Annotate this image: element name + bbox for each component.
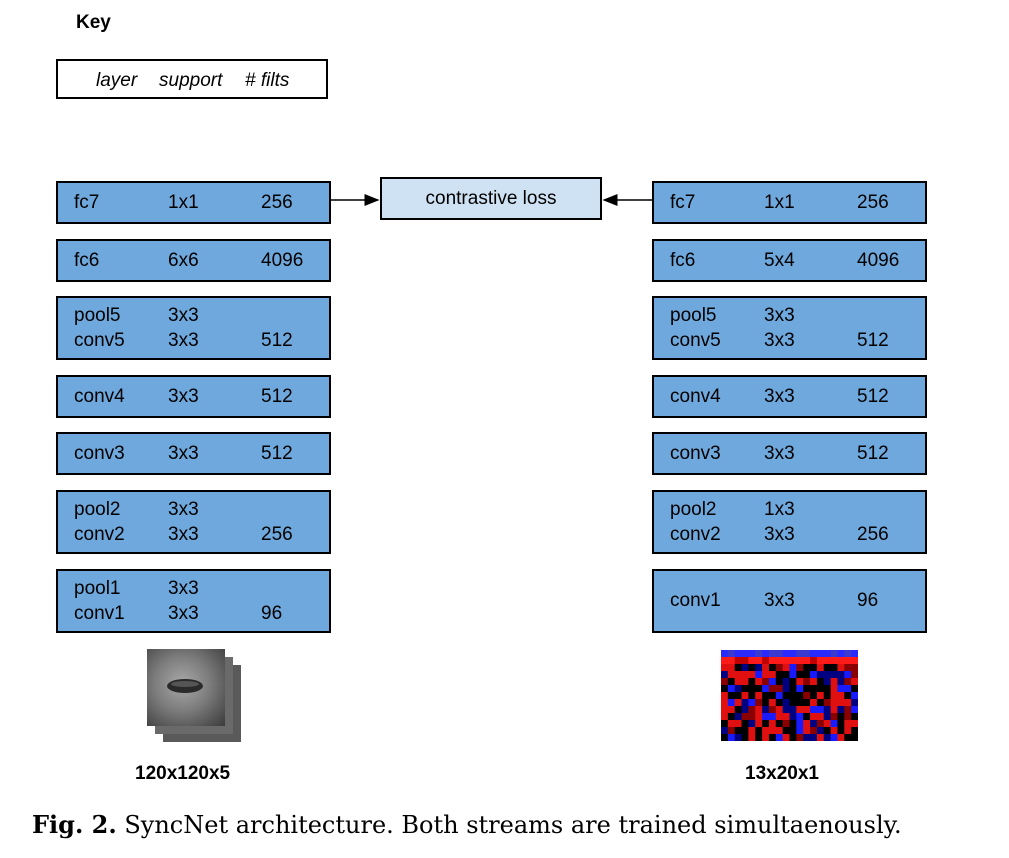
layer-name: pool5 [670,305,717,326]
layer-row: conv4 3x3 512 [58,386,329,410]
layer-row: pool5 3x3 [654,305,925,329]
layer-filts: 4096 [857,249,900,271]
layer-filts: 256 [857,191,889,213]
figure-caption-text: SyncNet architecture. Both streams are t… [124,811,902,839]
layer-row: fc6 5x4 4096 [654,250,925,274]
layer-support: 3x3 [764,442,795,464]
layer-name: fc7 [74,191,100,213]
layer-support: 3x3 [168,305,199,326]
layer-support: 3x3 [764,524,795,545]
face-frames-image [147,649,241,742]
layer-support: 3x3 [764,305,795,326]
layer-box: conv1 3x3 96 [652,569,927,633]
key-box: layer support # filts [56,59,328,99]
layer-support: 3x3 [764,590,795,611]
layer-filts: 512 [261,442,293,464]
key-layer-label: layer [96,70,138,91]
figure-caption: Fig. 2. SyncNet architecture. Both strea… [32,810,902,839]
layer-name: conv4 [74,385,125,407]
layer-support: 3x3 [168,385,199,407]
layer-support: 3x3 [168,442,199,464]
layer-support: 3x3 [168,499,199,520]
layer-row: fc7 1x1 256 [58,192,329,216]
layer-row: pool5 3x3 [58,305,329,329]
layer-row: fc6 6x6 4096 [58,250,329,274]
layer-name: conv3 [670,442,721,464]
layer-filts: 256 [857,524,889,545]
layer-support: 5x4 [764,249,795,271]
layer-filts: 256 [261,191,293,213]
layer-filts: 512 [857,385,889,407]
layer-row: conv4 3x3 512 [654,386,925,410]
mfcc-image [721,650,858,741]
layer-name: conv4 [670,385,721,407]
layer-box: pool2 3x3 conv2 3x3 256 [56,490,331,554]
layer-support: 3x3 [168,578,199,599]
layer-box: fc6 6x6 4096 [56,239,331,282]
layer-row: conv2 3x3 256 [654,524,925,548]
layer-filts: 512 [261,330,293,351]
layer-filts: 256 [261,524,293,545]
layer-filts: 512 [261,385,293,407]
layer-row: conv2 3x3 256 [58,524,329,548]
layer-box: conv3 3x3 512 [56,432,331,475]
layer-name: conv5 [74,330,125,351]
layer-row: pool2 1x3 [654,499,925,523]
layer-name: conv5 [670,330,721,351]
layer-filts: 4096 [261,249,304,271]
layer-row: conv3 3x3 512 [58,443,329,467]
layer-box: conv3 3x3 512 [652,432,927,475]
layer-row: conv1 3x3 96 [654,590,925,614]
layer-support: 3x3 [764,330,795,351]
layer-name: conv3 [74,442,125,464]
layer-box: fc7 1x1 256 [56,181,331,224]
layer-name: pool2 [670,499,717,520]
layer-filts: 96 [857,590,879,611]
layer-row: pool2 3x3 [58,499,329,523]
layer-box: pool5 3x3 conv5 3x3 512 [56,296,331,360]
key-filts-label: # filts [245,70,290,91]
layer-filts: 512 [857,330,889,351]
layer-name: fc7 [670,191,696,213]
layer-box: fc7 1x1 256 [652,181,927,224]
layer-support: 3x3 [168,524,199,545]
layer-row: conv5 3x3 512 [58,330,329,354]
layer-support: 3x3 [764,385,795,407]
layer-row: conv5 3x3 512 [654,330,925,354]
layer-support: 1x1 [168,191,199,213]
layer-name: conv1 [670,590,721,611]
layer-name: conv1 [74,603,125,624]
layer-name: conv2 [74,524,125,545]
layer-row: conv1 3x3 96 [58,603,329,627]
layer-support: 1x3 [764,499,795,520]
layer-name: pool5 [74,305,121,326]
layer-name: pool1 [74,578,121,599]
right-input-caption: 13x20x1 [745,763,819,784]
layer-support: 6x6 [168,249,199,271]
layer-box: conv4 3x3 512 [652,375,927,418]
layer-name: pool2 [74,499,121,520]
layer-name: fc6 [670,249,696,271]
layer-box: pool1 3x3 conv1 3x3 96 [56,569,331,633]
layer-name: fc6 [74,249,100,271]
layer-row: fc7 1x1 256 [654,192,925,216]
layer-row: pool1 3x3 [58,578,329,602]
layer-support: 3x3 [168,603,199,624]
layer-box: pool2 1x3 conv2 3x3 256 [652,490,927,554]
key-support-label: support [159,70,223,91]
left-input-caption: 120x120x5 [135,763,231,784]
layer-filts: 96 [261,603,283,624]
key-title: Key [76,12,111,33]
layer-box: pool5 3x3 conv5 3x3 512 [652,296,927,360]
layer-box: conv4 3x3 512 [56,375,331,418]
layer-box: fc6 5x4 4096 [652,239,927,282]
figure-label: Fig. 2. [32,810,117,839]
layer-support: 3x3 [168,330,199,351]
contrastive-loss-box: contrastive loss [380,177,602,220]
layer-support: 1x1 [764,191,795,213]
layer-name: conv2 [670,524,721,545]
layer-filts: 512 [857,442,889,464]
layer-row: conv3 3x3 512 [654,443,925,467]
